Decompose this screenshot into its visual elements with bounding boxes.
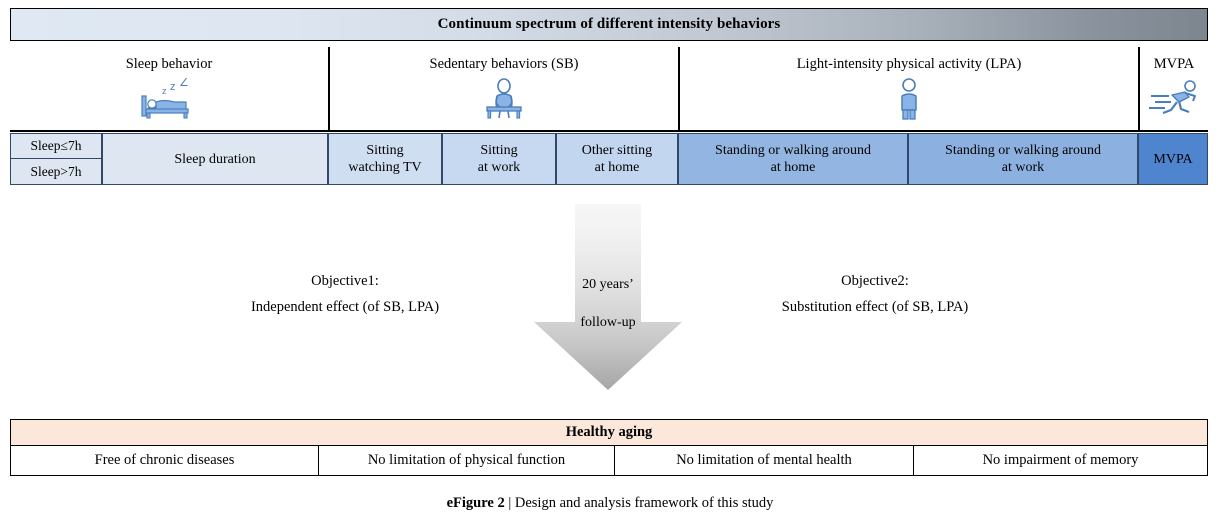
svg-text:Z: Z [180,78,188,89]
person-standing-icon [891,77,927,121]
objective-1-title: Objective1: [311,273,379,289]
behavior-cell-mvpa: MVPA [1138,133,1208,185]
figure-caption-text: Design and analysis framework of this st… [514,495,774,511]
arrow-shaft [575,204,641,322]
category-sedentary-behaviors: Sedentary behaviors (SB) [328,47,678,130]
category-mvpa: MVPA [1138,47,1208,130]
behavior-cell-sleep-le-7h-label: Sleep≤7h [30,138,82,153]
category-light-intensity-physical-activity: Light-intensity physical activity (LPA) [678,47,1138,130]
arrow-head [534,322,682,390]
objective-2-title: Objective2: [841,273,909,289]
behavior-cell-mvpa-label: MVPA [1153,151,1193,167]
behavior-cell-sleep-threshold: Sleep≤7h Sleep>7h [10,133,102,185]
objective-2-description: Substitution effect (of SB, LPA) [781,299,969,315]
figure-caption-separator: | [504,495,515,511]
healthy-aging-table: Healthy aging Free of chronic diseases N… [10,419,1208,476]
behavior-cell-standing-walking-at-work-line2: at work [1001,160,1045,175]
svg-text:z: z [170,81,176,93]
behavior-cell-sleep-gt-7h: Sleep>7h [10,159,102,185]
objective-2: Objective2: Substitution effect (of SB, … [665,268,1085,320]
outcome-cell-no-limitation-physical-function: No limitation of physical function [318,446,614,475]
category-sedentary-behaviors-label: Sedentary behaviors (SB) [429,56,579,72]
behavior-cell-standing-walking-at-work: Standing or walking around at work [908,133,1138,185]
behavior-cell-sitting-at-work-line2: at work [477,160,521,175]
figure-caption-label: eFigure 2 [446,495,505,511]
healthy-aging-components: Free of chronic diseases No limitation o… [11,446,1207,475]
sleeping-in-bed-icon: z z Z [134,77,204,121]
behavior-category-row: Sleep behavior z z Z [10,47,1208,132]
behavior-cell-standing-walking-at-work-line1: Standing or walking around [945,143,1101,158]
behavior-cell-sitting-at-work: Sitting at work [442,133,556,185]
behavior-cell-sleep-duration: Sleep duration [102,133,328,185]
continuum-spectrum-title: Continuum spectrum of different intensit… [437,16,781,32]
category-mvpa-label: MVPA [1153,56,1195,72]
outcome-cell-free-of-chronic-diseases: Free of chronic diseases [11,446,318,475]
arrow-label-followup: follow-up [580,315,636,330]
behavior-cell-sleep-gt-7h-label: Sleep>7h [30,163,82,179]
healthy-aging-header: Healthy aging [11,420,1207,446]
objective-1-description: Independent effect (of SB, LPA) [250,299,440,315]
category-sleep-behavior-label: Sleep behavior [125,56,213,72]
continuum-spectrum-banner: Continuum spectrum of different intensit… [10,8,1208,41]
behavior-cell-sleep-le-7h: Sleep≤7h [10,133,102,159]
behavior-cell-sitting-at-work-line1: Sitting [480,143,518,158]
behavior-boxes-row: Sleep≤7h Sleep>7h Sleep duration Sitting… [10,133,1208,185]
person-running-icon [1147,77,1201,121]
outcome-cell-no-impairment-of-memory: No impairment of memory [913,446,1207,475]
follow-up-arrow: 20 years’ follow-up [534,204,682,390]
person-sitting-icon [479,77,529,121]
healthy-aging-header-label: Healthy aging [565,424,653,440]
objective-1: Objective1: Independent effect (of SB, L… [135,268,555,320]
behavior-cell-other-sitting-at-home-line2: at home [594,160,640,175]
behavior-cell-standing-walking-at-home-line2: at home [770,160,816,175]
outcome-cell-no-limitation-mental-health-label: No limitation of mental health [676,452,852,468]
outcome-cell-no-impairment-of-memory-label: No impairment of memory [982,452,1139,468]
outcome-cell-no-limitation-physical-function-label: No limitation of physical function [367,452,566,468]
figure-caption: eFigure 2 | Design and analysis framewor… [0,495,1220,512]
behavior-cell-sitting-watching-tv-line2: watching TV [348,160,422,175]
behavior-cell-sitting-watching-tv: Sitting watching TV [328,133,442,185]
behavior-cell-other-sitting-at-home-line1: Other sitting [581,143,653,158]
behavior-cell-sleep-duration-label: Sleep duration [174,151,256,167]
svg-text:z: z [162,86,167,96]
behavior-cell-other-sitting-at-home: Other sitting at home [556,133,678,185]
behavior-cell-standing-walking-at-home-line1: Standing or walking around [715,143,871,158]
arrow-label-duration: 20 years’ [582,277,634,292]
category-light-intensity-physical-activity-label: Light-intensity physical activity (LPA) [796,56,1022,72]
category-sleep-behavior: Sleep behavior z z Z [10,47,328,130]
behavior-cell-standing-walking-at-home: Standing or walking around at home [678,133,908,185]
outcome-cell-no-limitation-mental-health: No limitation of mental health [614,446,913,475]
outcome-cell-free-of-chronic-diseases-label: Free of chronic diseases [94,452,235,468]
behavior-cell-sitting-watching-tv-line1: Sitting [366,143,404,158]
